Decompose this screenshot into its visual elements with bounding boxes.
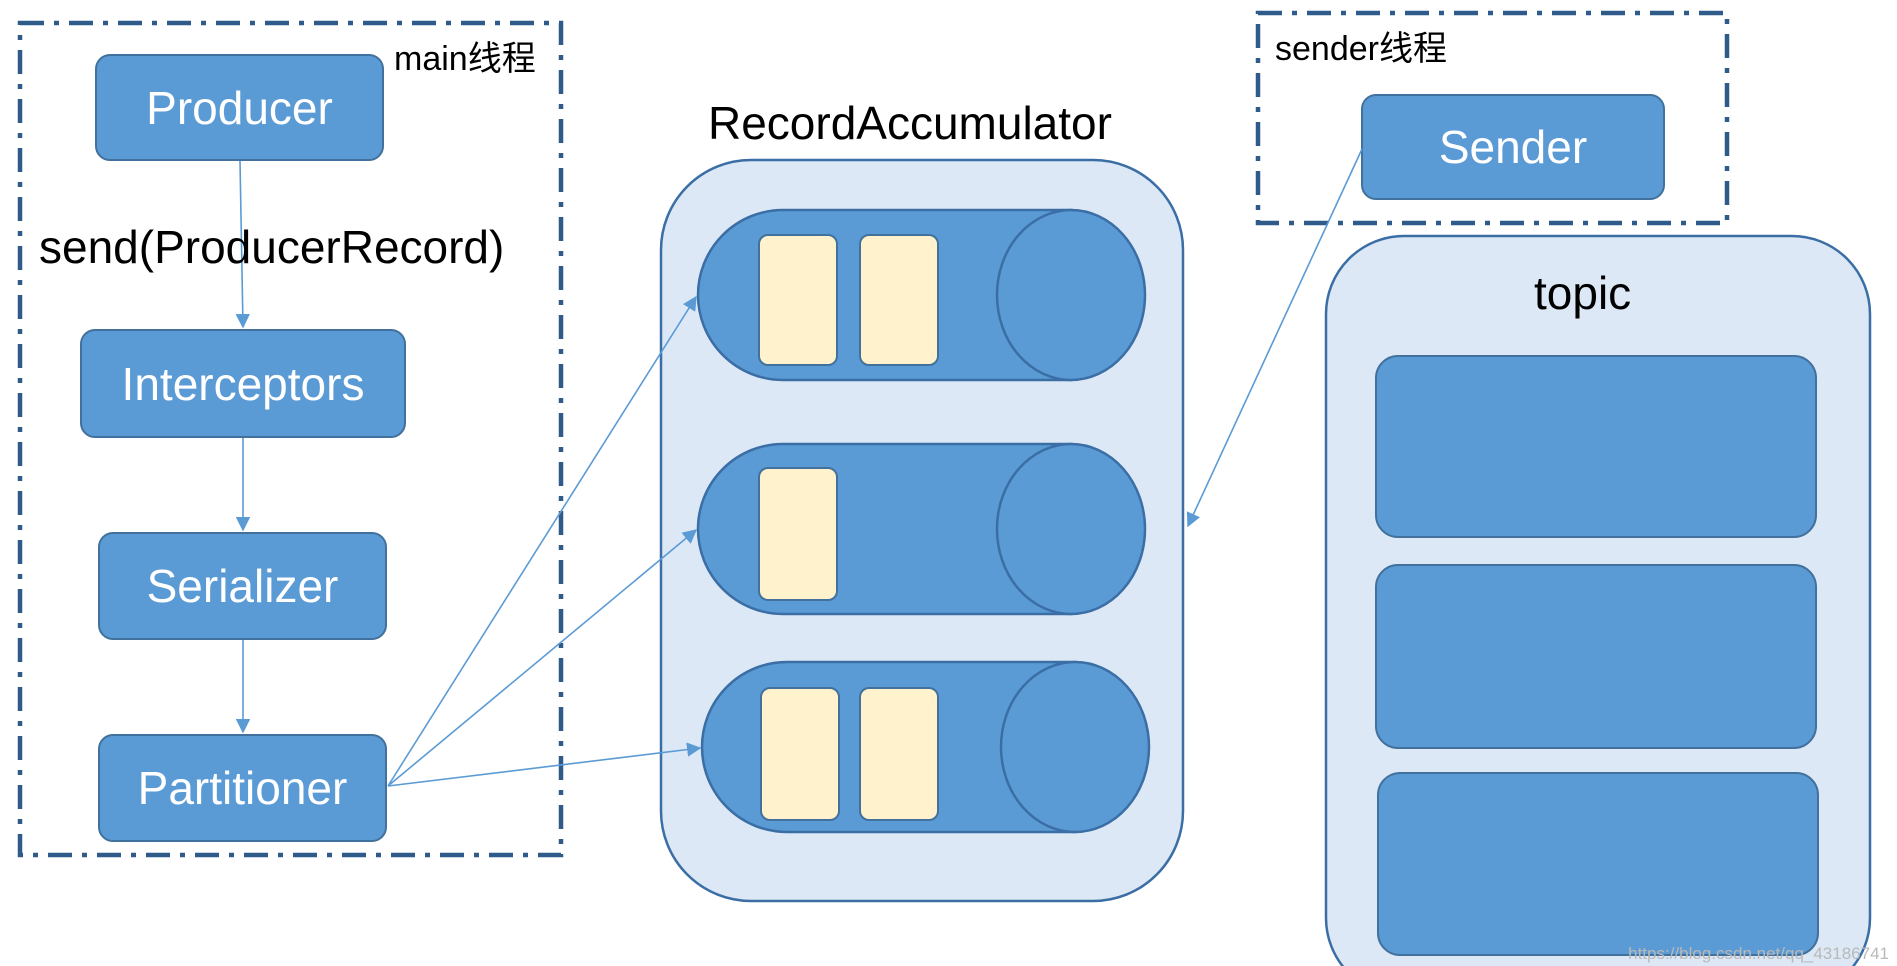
serializer-label: Serializer [146,560,339,612]
queue-1-cylinder-end [995,208,1147,382]
topic-partition-3 [1377,772,1819,956]
sender-box [1361,94,1665,200]
topic-partition-1 [1375,355,1817,538]
partitioner-to-queue-3-arrow [387,742,702,787]
partitioner-to-queue-2-arrow [387,529,698,787]
interceptors-box [80,329,406,438]
sender-thread-label: sender线程 [1275,30,1447,68]
send-call-label: send(ProducerRecord) [39,221,505,273]
producer-label: Producer [146,81,333,134]
queue-2 [696,442,1147,616]
queue-1-record-1 [758,234,838,366]
sender-to-accumulator-arrow [1186,148,1363,528]
sender-label: Sender [1438,121,1588,173]
record-accumulator-title: RecordAccumulator [708,97,1112,149]
producer-box [95,54,384,161]
partitioner-to-queue-1-arrow [387,295,697,787]
queue-3-cylinder-end [999,660,1151,834]
queue-3-record-2 [859,687,939,821]
partitioner-box [98,734,387,842]
queue-2-record-1 [758,467,838,601]
topic-partition-2 [1375,564,1817,749]
queue-3 [700,660,1151,834]
queue-1-record-2 [859,234,939,366]
partitioner-label: Partitioner [137,762,348,814]
interceptors-label: Interceptors [121,357,365,410]
queue-2-cylinder-end [995,442,1147,616]
main-thread-label: main线程 [394,40,536,78]
watermark-text: https://blog.csdn.net/qq_43186741 [1628,944,1889,963]
topic-title: topic [1534,267,1632,319]
queue-1 [696,208,1147,382]
producer-to-interceptors-arrow [235,160,250,329]
sender-thread-boundary [1255,10,1730,226]
serializer-box [98,532,387,640]
queue-3-record-1 [760,687,840,821]
